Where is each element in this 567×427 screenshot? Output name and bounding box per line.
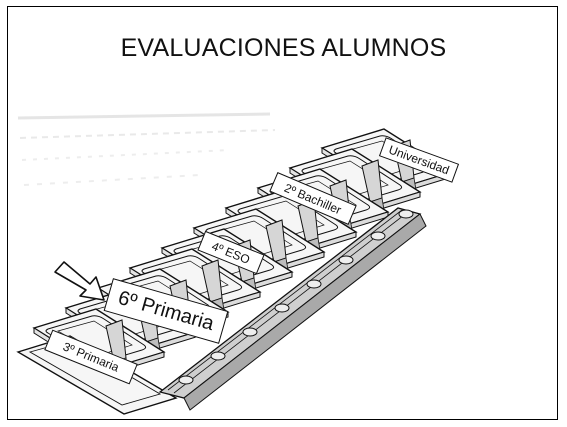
slide-frame xyxy=(7,6,558,420)
background-steps xyxy=(17,112,276,186)
central-stringer xyxy=(158,207,427,411)
highlight-arrow xyxy=(54,261,105,301)
slide-title: EVALUACIONES ALUMNOS xyxy=(120,34,447,62)
